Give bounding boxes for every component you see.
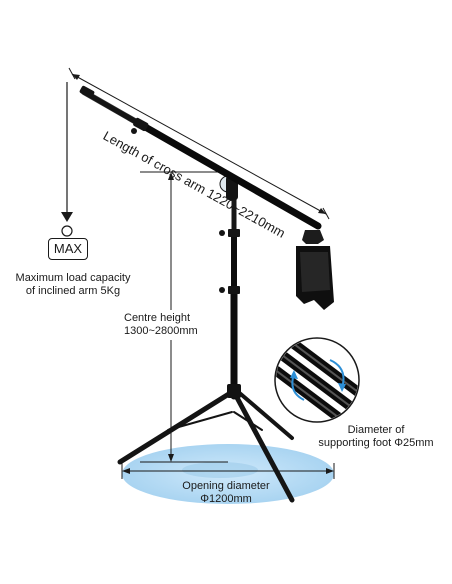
floor-inner-shadow	[182, 462, 258, 478]
centre-column	[219, 187, 241, 400]
max-badge: MAX	[48, 238, 88, 260]
centre-height-label: Centre height 1300~2800mm	[124, 312, 220, 338]
max-load-line2: of inclined arm 5Kg	[25, 285, 121, 297]
arm-length-dimension	[68, 67, 330, 220]
cross-arm	[79, 85, 322, 230]
max-load-line1: Maximum load capacity	[15, 272, 131, 284]
sandbag	[296, 230, 334, 310]
tube-detail-inset	[274, 337, 360, 423]
centre-height-dimension	[140, 171, 228, 463]
foot-diameter-line2: supporting foot Φ25mm	[318, 437, 434, 449]
opening-line1: Opening diameter	[182, 480, 270, 492]
foot-diameter-line1: Diameter of	[347, 424, 405, 436]
opening-diameter-arrow	[121, 463, 335, 479]
centre-height-line2: 1300~2800mm	[124, 325, 198, 337]
opening-line2: Φ1200mm	[200, 493, 252, 505]
opening-diameter-label: Opening diameter Φ1200mm	[164, 480, 288, 506]
max-load-label: Maximum load capacity of inclined arm 5K…	[8, 272, 138, 298]
foot-diameter-label: Diameter of supporting foot Φ25mm	[312, 424, 440, 450]
tripod-legs	[117, 388, 295, 503]
centre-height-line1: Centre height	[124, 312, 191, 324]
load-arrow	[61, 82, 73, 237]
